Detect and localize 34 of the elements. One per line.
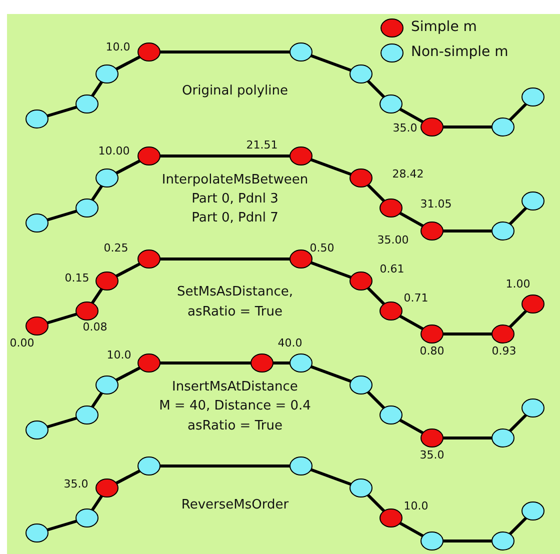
m-value-label: 0.25 (104, 242, 128, 254)
operation-caption: M = 40, Distance = 0.4 (159, 398, 311, 414)
m-value-label: 0.15 (64, 272, 90, 284)
m-value-label: 40.0 (278, 336, 302, 350)
legend-label: Non-simple m (411, 44, 508, 60)
operation-caption: asRatio = True (188, 304, 282, 320)
m-value-label: 0.71 (404, 292, 428, 304)
operation-caption: SetMsAsDistance, (177, 284, 293, 300)
m-value-label: 0.50 (310, 242, 334, 254)
m-value-label: 35.0 (392, 122, 418, 134)
m-value-label: 35.00 (377, 234, 409, 246)
operation-caption: InterpolateMsBetween (162, 172, 308, 188)
operation-caption: ReverseMsOrder (181, 498, 289, 512)
operation-caption: asRatio = True (188, 418, 282, 434)
operation-caption: Part 0, Pdnl 7 (192, 210, 278, 226)
m-value-label: 0.80 (420, 344, 444, 358)
operation-caption: Original polyline (182, 84, 288, 98)
m-value-label: 0.93 (492, 344, 516, 358)
m-value-label: 28.42 (392, 168, 424, 180)
m-value-label: 10.00 (98, 144, 130, 158)
m-value-label: 10.0 (404, 500, 428, 512)
m-value-label: 21.51 (246, 138, 278, 152)
m-value-label: 0.61 (380, 262, 404, 276)
m-value-label: 0.08 (82, 320, 108, 334)
m-value-label: 35.0 (64, 478, 88, 490)
m-value-label: 31.05 (420, 198, 452, 210)
legend-label: Simple m (411, 19, 477, 35)
m-value-label: 10.0 (106, 40, 130, 54)
m-value-label: 1.00 (506, 278, 530, 290)
m-value-label: 0.00 (10, 336, 34, 350)
m-value-label: 35.0 (420, 448, 444, 462)
operation-caption: Part 0, Pdnl 3 (192, 192, 278, 206)
operation-caption: InsertMsAtDistance (172, 380, 298, 394)
m-value-label: 10.0 (106, 348, 132, 362)
